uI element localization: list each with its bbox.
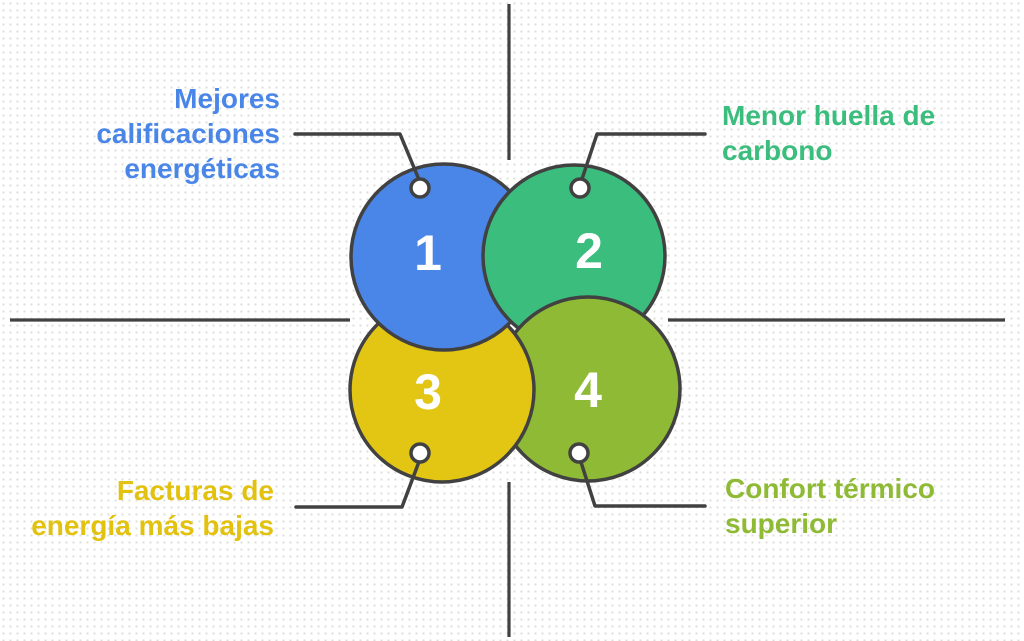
label-menor-huella: Menor huella de carbono xyxy=(722,98,935,168)
connector-dot-2 xyxy=(569,177,591,199)
circle-3-overlap-patch xyxy=(492,296,536,484)
label-2-line-1: Menor huella de xyxy=(722,100,936,131)
leader-line-4 xyxy=(578,457,707,508)
label-3-line-2: energía más bajas xyxy=(31,510,274,541)
label-3-line-1: Facturas de xyxy=(116,475,274,506)
circle-1-number: 1 xyxy=(414,225,442,281)
label-4-line-2: superior xyxy=(725,508,838,539)
circle-3-number: 3 xyxy=(414,364,442,420)
label-1-line-1: Mejores xyxy=(174,83,280,114)
axis-lines xyxy=(10,4,1005,637)
connector-dot-1 xyxy=(409,177,431,199)
connector-dot-3 xyxy=(409,442,431,464)
leader-line-3 xyxy=(294,457,422,509)
label-2-line-2: carbono xyxy=(722,135,833,166)
leader-line-1 xyxy=(293,132,422,184)
label-facturas-energia: Facturas de energía más bajas xyxy=(31,473,274,543)
connector-dot-4 xyxy=(568,442,590,464)
leader-line-2 xyxy=(579,132,707,184)
circle-4-number: 4 xyxy=(574,362,602,418)
label-4-line-1: Confort térmico xyxy=(725,473,935,504)
label-1-line-2: calificaciones xyxy=(96,118,280,149)
label-confort-termico: Confort térmico superior xyxy=(725,471,935,541)
label-mejores-calificaciones: Mejores calificaciones energéticas xyxy=(96,81,280,186)
circle-2-number: 2 xyxy=(575,223,603,279)
label-1-line-3: energéticas xyxy=(124,153,280,184)
